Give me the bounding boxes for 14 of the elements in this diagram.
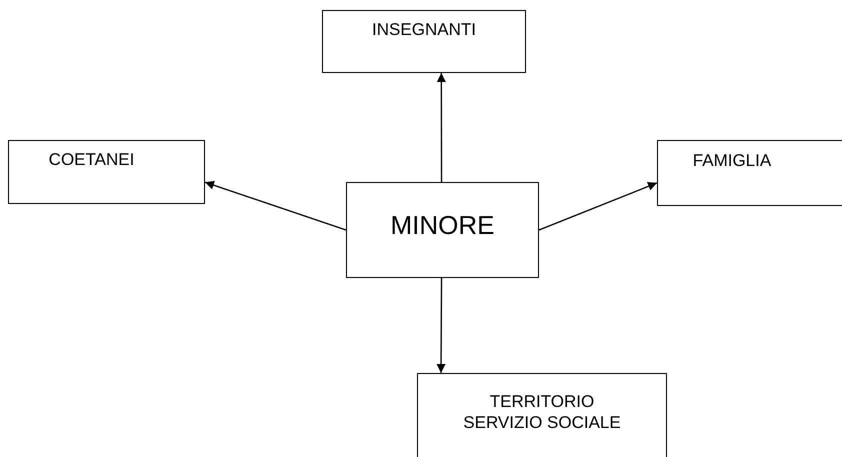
label-box bbox=[417, 373, 667, 457]
node-label: COETANEI bbox=[48, 149, 134, 171]
arrow bbox=[436, 278, 446, 373]
label-box bbox=[346, 182, 539, 278]
arrow bbox=[538, 182, 658, 231]
node-label: MINORE bbox=[390, 208, 494, 242]
node-label: TERRITORIO SERVIZIO SOCIALE bbox=[462, 390, 622, 434]
arrow bbox=[204, 180, 346, 231]
label-box bbox=[657, 140, 842, 206]
arrow bbox=[436, 73, 446, 182]
label-box bbox=[322, 10, 526, 73]
node-label: INSEGNANTI bbox=[372, 18, 476, 40]
label-box bbox=[8, 140, 205, 204]
node-label: FAMIGLIA bbox=[692, 150, 772, 172]
